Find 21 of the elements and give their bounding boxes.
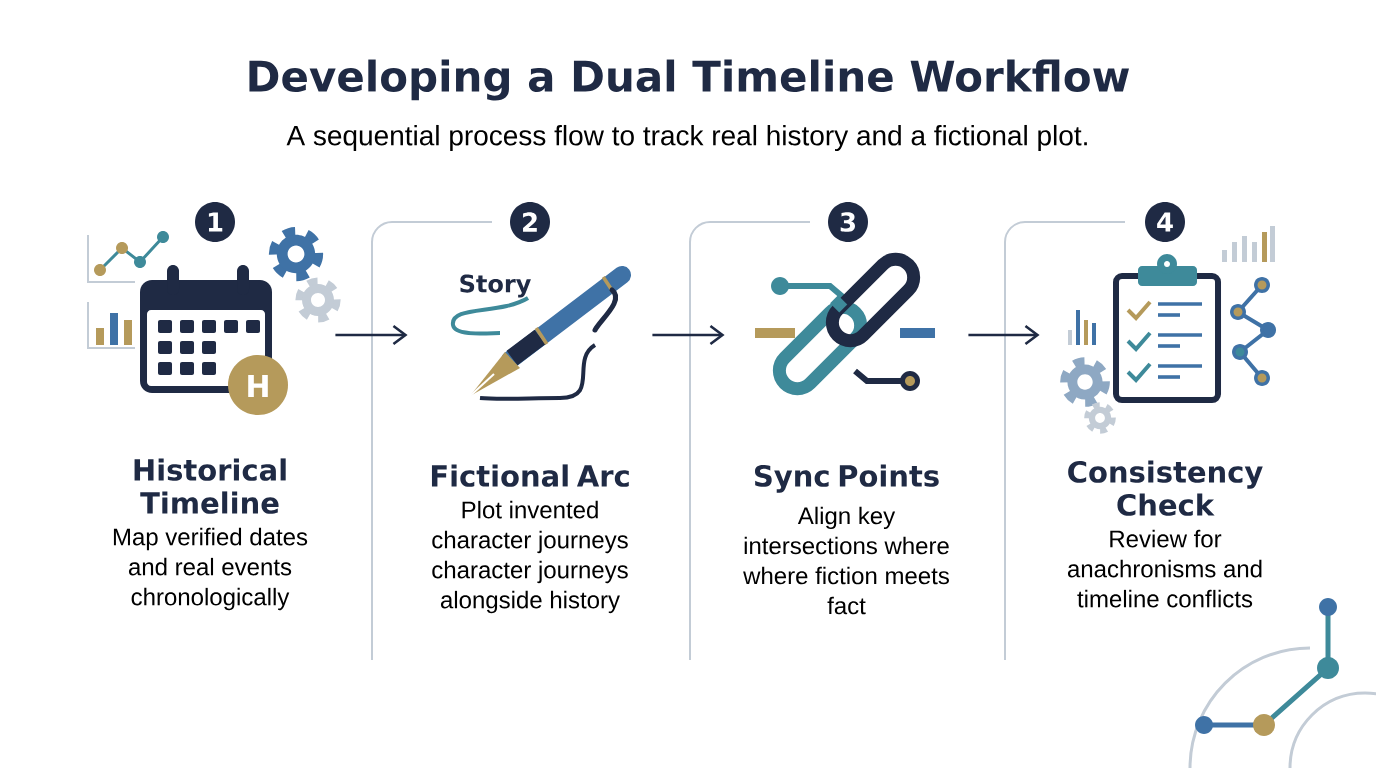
number-badge: 1: [195, 202, 235, 242]
number-badge: 3: [828, 202, 868, 242]
arrow: [968, 324, 1040, 346]
step-title: Historical Timeline: [134, 458, 286, 514]
badge-letter: H: [248, 375, 268, 397]
step-description: Review for anachronisms and timeline conflicts: [1067, 529, 1262, 608]
step-title: Fictional Arc: [431, 464, 629, 487]
story-label: Story: [460, 274, 531, 298]
step-description: Align key intersections where where fiction meets fact: [743, 506, 949, 615]
title: Developing a Dual Timeline Workflow: [249, 59, 1129, 101]
step-title: Consistency Check: [1068, 460, 1263, 516]
subtitle: A sequential process flow to track real history and a fictional plot.: [286, 124, 1087, 152]
pen-drawing: [451, 266, 631, 401]
number-badge: 2: [510, 202, 550, 242]
step-description: Plot invented character journeys character journeys alongside history: [432, 500, 628, 614]
step-title: Sync Points: [755, 464, 939, 493]
step-description: Map verified dates and real events chronologically: [113, 527, 308, 611]
arrow: [335, 324, 408, 346]
number-badge: 4: [1145, 202, 1185, 242]
chain-link-drawing: [755, 252, 935, 396]
arrow: [652, 324, 725, 346]
